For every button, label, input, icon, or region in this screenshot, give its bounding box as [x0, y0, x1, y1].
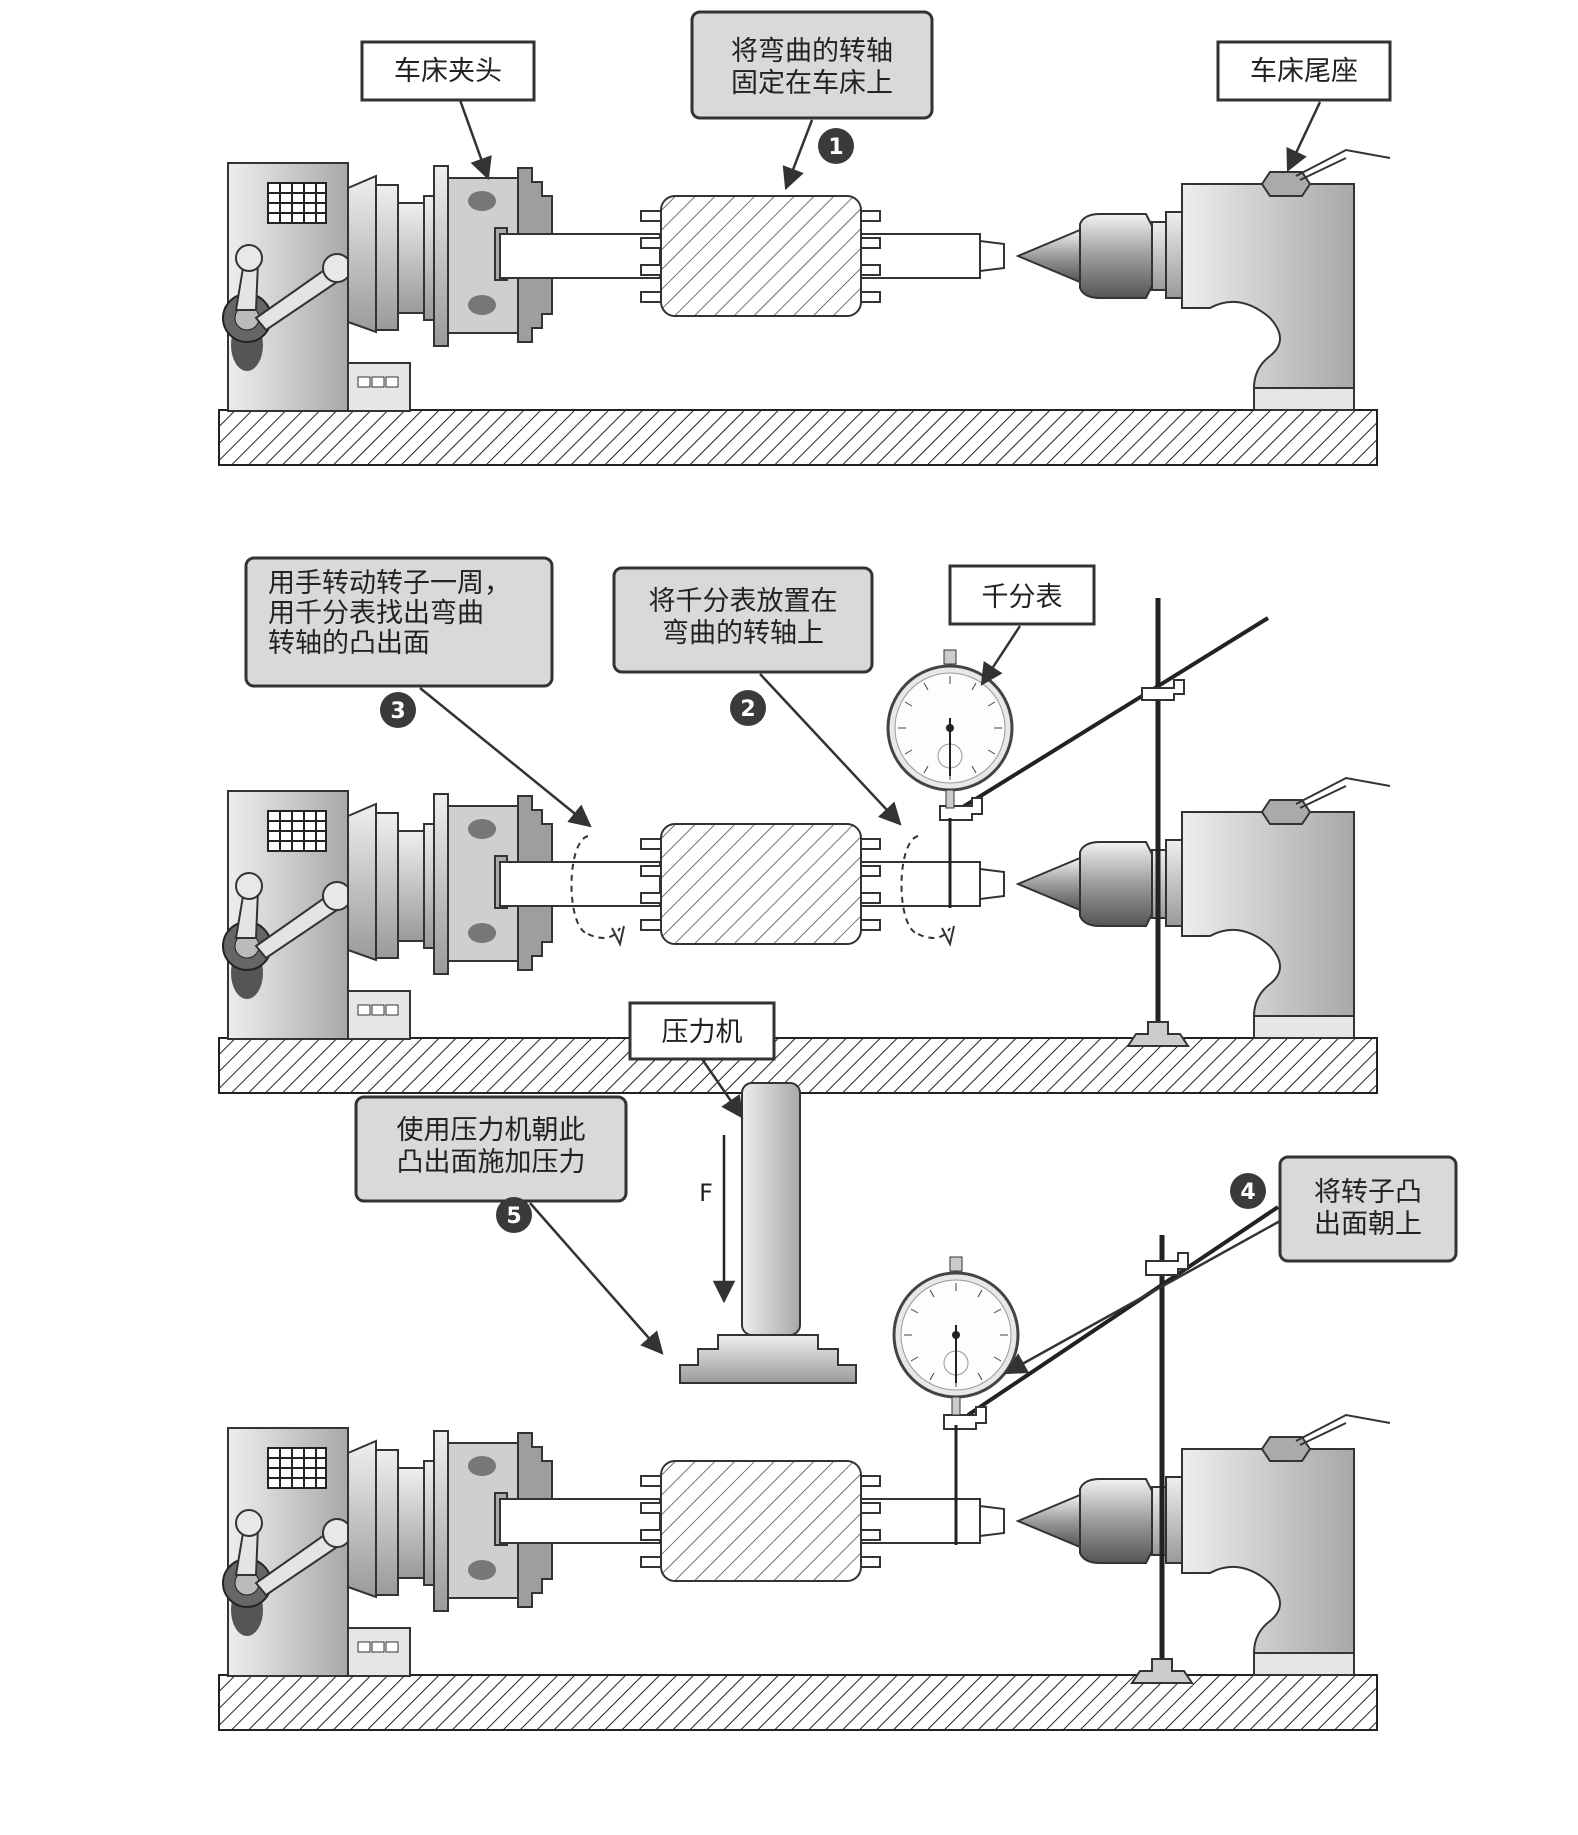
svg-text:1: 1	[828, 135, 843, 160]
step-badge-4	[1230, 1173, 1266, 1209]
callout-step4-line2: 出面朝上	[1314, 1209, 1422, 1240]
callout-step1-line2: 固定在车床上	[731, 68, 893, 99]
step-badge-3	[380, 692, 416, 728]
svg-text:3: 3	[390, 699, 405, 724]
press-ram	[679, 1082, 857, 1384]
callout-step5-line2: 凸出面施加压力	[397, 1147, 586, 1178]
rotation-arrow-right	[917, 927, 951, 939]
callout-step5-line1: 使用压力机朝此	[397, 1115, 586, 1146]
svg-text:2: 2	[740, 697, 755, 722]
gauge-stand	[1128, 598, 1188, 1046]
panel-2: 用手转动转子一周， 用千分表找出弯曲 转轴的凸出面 3 将千分表放置在 弯曲的转…	[218, 556, 1391, 1094]
stand-arm	[966, 1205, 1280, 1417]
callout-tailstock: 车床尾座	[1216, 40, 1392, 173]
callout-step2-line1: 将千分表放置在	[649, 586, 838, 617]
force-label: F	[699, 1179, 713, 1207]
lathe-assembly	[218, 1414, 1391, 1731]
callout-step1: 将弯曲的转轴 固定在车床上 1	[690, 10, 934, 191]
callout-tailstock-text: 车床尾座	[1250, 56, 1358, 87]
rotation-arrow-left	[587, 927, 621, 939]
svg-text:4: 4	[1240, 1180, 1255, 1205]
dial-gauge	[892, 1255, 1020, 1417]
lathe-assembly	[218, 149, 1391, 466]
callout-chuck-text: 车床夹头	[394, 56, 502, 87]
callout-dial-gauge: 千分表	[948, 564, 1096, 686]
callout-step2-line2: 弯曲的转轴上	[662, 618, 824, 649]
callout-step3-line1: 用手转动转子一周，	[268, 568, 511, 599]
callout-step1-line1: 将弯曲的转轴	[731, 36, 893, 67]
step-badge-2	[730, 690, 766, 726]
callout-step3-line3: 转轴的凸出面	[268, 628, 430, 659]
callout-chuck: 车床夹头	[360, 40, 536, 181]
dial-gauge	[886, 648, 1014, 810]
step-badge-1	[818, 128, 854, 164]
callout-dial-gauge-text: 千分表	[982, 582, 1063, 613]
callout-press: 压力机	[628, 1001, 776, 1119]
step-badge-5	[496, 1197, 532, 1233]
panel-3: F 压力机 使用压力机朝此 凸出面施加压力 5 将转子凸 出面朝上	[218, 1001, 1458, 1731]
callout-step3-line2: 用千分表找出弯曲	[268, 598, 484, 629]
stand-arm	[956, 616, 1270, 812]
lathe-assembly	[218, 777, 1391, 1094]
callout-step4: 将转子凸 出面朝上 4	[1004, 1155, 1458, 1375]
callout-step3: 用手转动转子一周， 用千分表找出弯曲 转轴的凸出面 3	[244, 556, 592, 828]
svg-text:5: 5	[506, 1204, 521, 1229]
callout-step2: 将千分表放置在 弯曲的转轴上 2	[612, 566, 902, 826]
callout-step5: 使用压力机朝此 凸出面施加压力 5	[354, 1095, 664, 1355]
callout-step4-line1: 将转子凸	[1314, 1177, 1422, 1208]
panel-1: 车床夹头 将弯曲的转轴 固定在车床上 1 车床尾座	[218, 10, 1392, 466]
callout-press-text: 压力机	[662, 1017, 743, 1048]
